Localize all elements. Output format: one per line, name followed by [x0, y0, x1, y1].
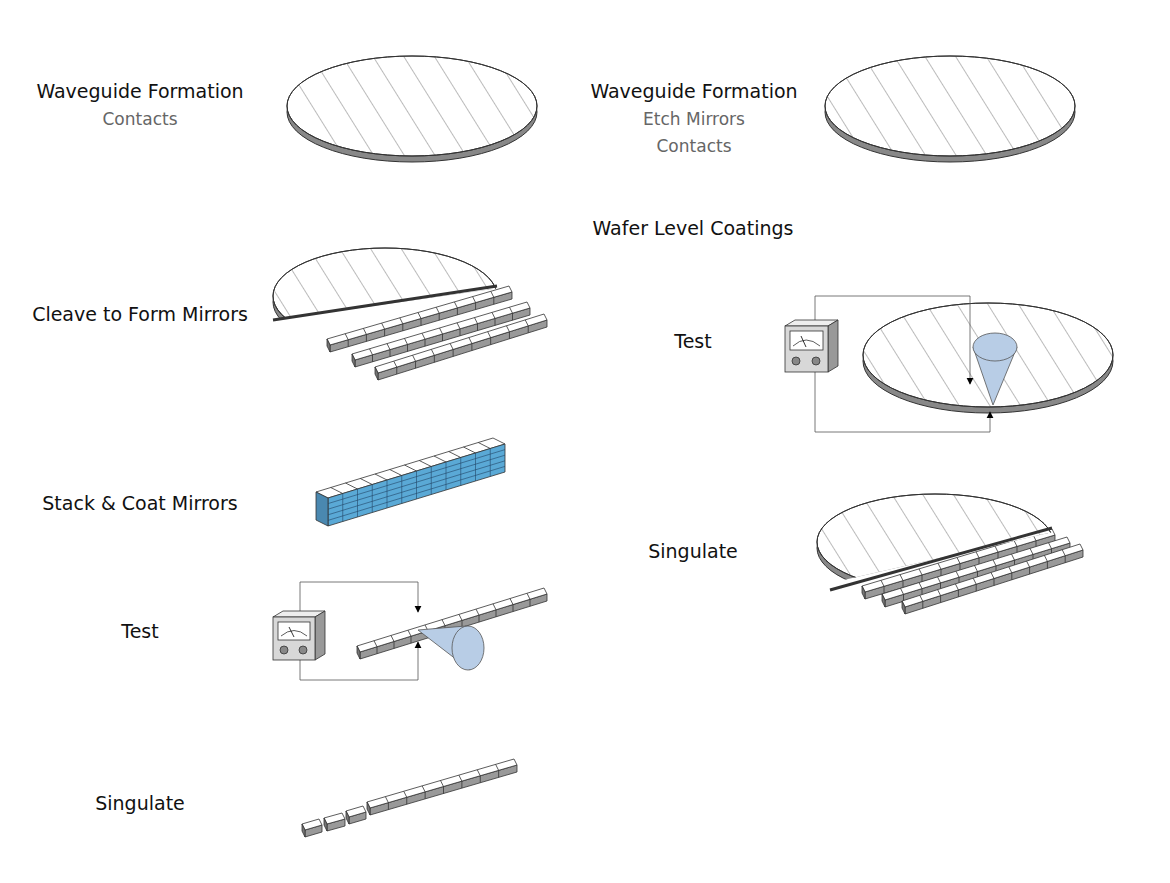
test-meter — [273, 582, 418, 680]
laser-bar — [324, 813, 345, 831]
laser-bar — [367, 759, 517, 815]
step-label: Test — [121, 620, 158, 643]
cleave-edge — [830, 528, 1052, 590]
laser-bar — [346, 806, 366, 824]
wafer — [863, 303, 1113, 413]
wafer — [287, 56, 537, 162]
step-label: Singulate — [95, 792, 185, 815]
wafer — [825, 56, 1075, 162]
step-label: Stack & Coat Mirrors — [42, 492, 237, 515]
step-subtext: Contacts — [657, 136, 732, 156]
laser-bar — [375, 314, 547, 380]
laser-bar — [302, 819, 322, 837]
step-label: Test — [674, 330, 711, 353]
step-label: Wafer Level Coatings — [593, 217, 794, 240]
light-cone — [418, 626, 484, 670]
test-meter — [785, 296, 1017, 432]
step-label: Waveguide Formation — [590, 80, 797, 103]
step-label: Singulate — [648, 540, 738, 563]
cleaved-wafer — [817, 494, 1053, 596]
step-label: Cleave to Form Mirrors — [32, 303, 248, 326]
bar-stack — [316, 438, 505, 526]
step-subtext: Etch Mirrors — [643, 109, 745, 129]
step-label: Waveguide Formation — [36, 80, 243, 103]
step-subtext: Contacts — [103, 109, 178, 129]
